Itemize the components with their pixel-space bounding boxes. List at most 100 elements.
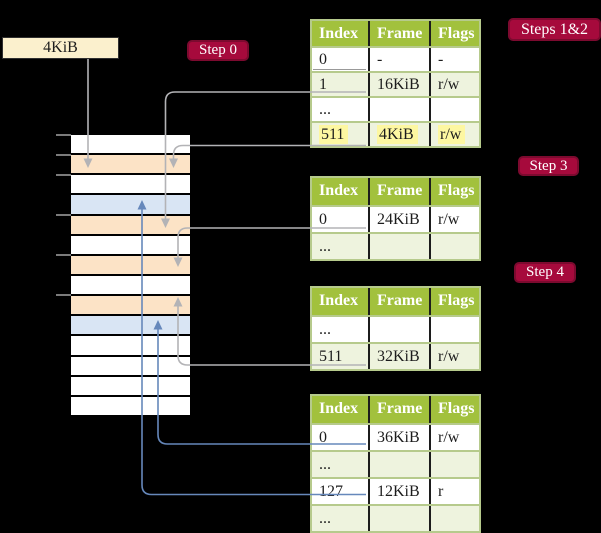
physical-memory-stack xyxy=(71,135,190,415)
flags-cell: r/w xyxy=(429,207,479,232)
memory-tick xyxy=(56,294,71,296)
index-cell: 0 xyxy=(312,48,368,71)
index-value: ... xyxy=(319,456,331,473)
frame-value: - xyxy=(377,51,383,68)
index-cell: 511 xyxy=(312,123,368,146)
index-value: ... xyxy=(319,510,331,527)
index-value: 1 xyxy=(319,76,327,93)
badge-step-0: Step 0 xyxy=(187,40,249,61)
table-row: ... xyxy=(312,450,479,477)
index-value: ... xyxy=(319,238,331,255)
frame-cell: 4KiB xyxy=(368,123,429,146)
frame-cell xyxy=(368,317,429,342)
column-header-frame: Frame xyxy=(368,396,429,423)
flags-cell xyxy=(429,506,479,531)
memory-frame-white xyxy=(71,334,190,355)
flags-value: r/w xyxy=(438,76,460,93)
table-row: 0 24KiB r/w xyxy=(312,205,479,232)
badge-step-0-label: Step 0 xyxy=(199,42,237,58)
index-cell: 0 xyxy=(312,425,368,450)
memory-frame-white xyxy=(71,135,190,154)
index-cell: ... xyxy=(312,506,368,531)
index-value: 511 xyxy=(319,348,343,365)
frame-value: 4KiB xyxy=(377,125,418,144)
column-header-frame: Frame xyxy=(368,288,429,315)
index-value: 0 xyxy=(319,429,327,446)
table-row: 511 4KiB r/w xyxy=(312,121,479,146)
badge-step-4-label: Step 4 xyxy=(526,264,564,280)
flags-cell: r/w xyxy=(429,344,479,369)
column-header-index: Index xyxy=(319,400,359,417)
frame-cell: 12KiB xyxy=(368,479,429,504)
flags-cell: r xyxy=(429,479,479,504)
frame-cell: 24KiB xyxy=(368,207,429,232)
frame-value: 36KiB xyxy=(377,429,420,446)
frame-cell: 16KiB xyxy=(368,73,429,96)
column-header-flags: Flags xyxy=(429,288,479,315)
index-cell: 1 xyxy=(312,73,368,96)
frame-value: 12KiB xyxy=(377,483,420,500)
index-cell: ... xyxy=(312,317,368,342)
table-row: ... xyxy=(312,96,479,121)
flags-value: r/w xyxy=(438,348,460,365)
memory-tick xyxy=(56,154,71,156)
frame-cell xyxy=(368,506,429,531)
memory-tick xyxy=(56,134,71,136)
memory-frame-white xyxy=(71,273,190,295)
memory-frame-peach xyxy=(71,253,190,274)
frame-value: 24KiB xyxy=(377,211,420,228)
frame-cell: 36KiB xyxy=(368,425,429,450)
index-cell: ... xyxy=(312,452,368,477)
frame-cell: 32KiB xyxy=(368,344,429,369)
memory-frame-white xyxy=(71,374,190,395)
flags-cell xyxy=(429,234,479,259)
badge-step-3: Step 3 xyxy=(518,156,579,176)
index-cell: ... xyxy=(312,234,368,259)
index-cell: 511 xyxy=(312,344,368,369)
badge-steps-1-2-label: Steps 1&2 xyxy=(520,20,589,38)
frame-cell xyxy=(368,452,429,477)
memory-tick xyxy=(56,214,71,216)
index-cell: 127 xyxy=(312,479,368,504)
memory-frame-white xyxy=(71,233,190,254)
memory-tick xyxy=(56,254,71,256)
flags-cell: - xyxy=(429,48,479,71)
flags-cell: r/w xyxy=(429,123,479,146)
index-value: 127 xyxy=(319,483,343,500)
table-row: 511 32KiB r/w xyxy=(312,342,479,369)
memory-frame-peach xyxy=(71,213,190,234)
table-row: 0-- xyxy=(312,46,479,71)
frame-cell xyxy=(368,234,429,259)
frame-value: 16KiB xyxy=(377,76,420,93)
flags-value: r/w xyxy=(438,211,460,228)
flags-cell xyxy=(429,317,479,342)
frame-cell: - xyxy=(368,48,429,71)
index-value: ... xyxy=(319,321,331,338)
memory-frame-white xyxy=(71,354,190,375)
page-size-label: 4KiB xyxy=(43,39,78,56)
index-value: 511 xyxy=(319,125,349,144)
column-header-index: Index xyxy=(319,25,359,42)
badge-step-4: Step 4 xyxy=(514,262,576,283)
column-header-index: Index xyxy=(319,292,359,309)
column-header-frame: Frame xyxy=(368,178,429,205)
frame-value: 32KiB xyxy=(377,348,420,365)
table-row: 1 16KiB r/w xyxy=(312,71,479,96)
flags-value: r/w xyxy=(438,125,466,144)
memory-frame-peach xyxy=(71,153,190,174)
index-value: 0 xyxy=(319,211,327,228)
flags-value: r/w xyxy=(438,429,460,446)
index-value: ... xyxy=(319,101,331,118)
table-row: ... xyxy=(312,232,479,259)
memory-frame-blue xyxy=(71,314,190,335)
column-header-flags: Flags xyxy=(429,396,479,423)
flags-cell xyxy=(429,98,479,121)
index-cell: 0 xyxy=(312,207,368,232)
